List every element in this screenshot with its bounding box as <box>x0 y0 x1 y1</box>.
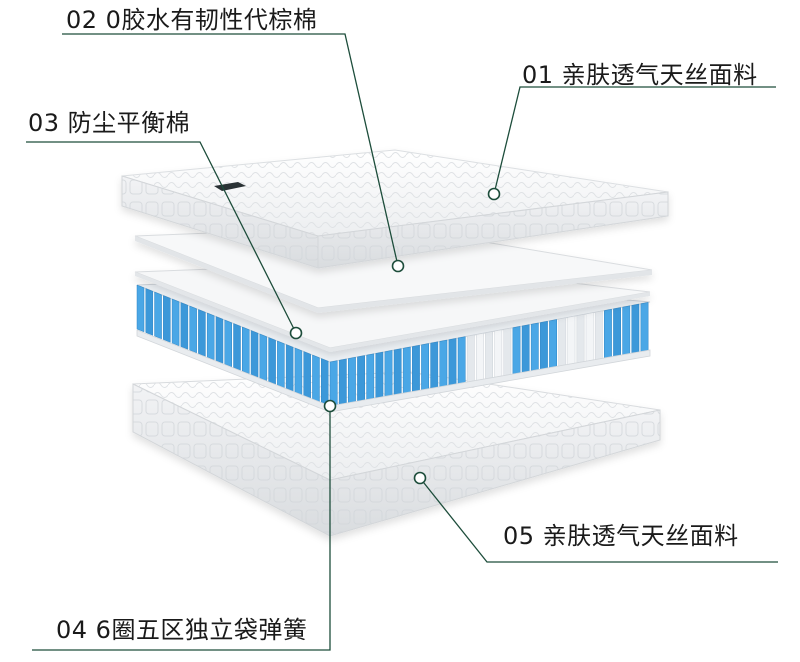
spring-pocket <box>285 344 294 392</box>
spring-pocket <box>503 327 512 376</box>
callout-line-02-dot <box>391 259 405 273</box>
callout-line-01-dot <box>487 187 501 201</box>
spring-pocket <box>576 314 585 364</box>
spring-pocket <box>640 302 649 352</box>
spring-pocket <box>198 309 206 357</box>
callout-line-03-dot <box>289 326 303 340</box>
callout-label-01: 01 亲肤透气天丝面料 <box>522 61 758 89</box>
callout-label-04: 04 6圈五区独立袋弹簧 <box>56 616 308 644</box>
spring-pocket <box>594 310 603 360</box>
callout-line-05-dot <box>413 471 427 485</box>
spring-pocket <box>430 341 439 389</box>
callout-line-02 <box>62 33 399 267</box>
spring-pocket <box>585 312 594 362</box>
spring-right-row <box>329 302 649 407</box>
spring-pocket <box>303 351 311 399</box>
spring-pocket <box>567 315 576 365</box>
spring-pocket <box>540 320 548 370</box>
spring-pocket <box>448 338 457 386</box>
spring-pocket <box>224 319 232 368</box>
spring-pocket <box>412 344 420 392</box>
callout-line-04 <box>32 406 331 651</box>
spring-pocket <box>393 348 402 396</box>
callout-label-02: 02 0胶水有韧性代棕棉 <box>66 6 318 34</box>
spring-pocket <box>622 305 631 356</box>
spring-pocket <box>180 302 189 350</box>
spring-pocket <box>357 355 365 402</box>
spring-pocket <box>268 337 276 385</box>
spring-pocket <box>375 351 384 399</box>
spring-pocket <box>277 340 285 389</box>
spring-pocket <box>485 331 493 380</box>
spring-pocket <box>189 305 197 354</box>
bottom-base-layer <box>132 371 661 537</box>
spring-pocket <box>312 354 320 403</box>
spring-pocket <box>136 284 145 333</box>
spring-pocket <box>494 329 503 378</box>
spring-pocket <box>631 303 640 354</box>
callout-line-01 <box>493 86 776 195</box>
spring-front-row <box>136 284 329 406</box>
spring-pocket <box>549 319 557 368</box>
spring-pocket <box>457 336 466 384</box>
callout-line-04-dot <box>323 399 337 413</box>
callout-label-05: 05 亲肤透气天丝面料 <box>503 522 739 550</box>
callout-line-05 <box>419 477 778 563</box>
spring-pocket <box>242 326 250 375</box>
spring-pocket <box>613 307 621 357</box>
top-mattress-layer <box>121 149 669 269</box>
spring-pocket <box>215 316 224 364</box>
spring-pocket <box>171 298 180 347</box>
brand-tag-icon <box>214 182 246 191</box>
spring-pocket <box>338 358 347 405</box>
spring-pocket <box>348 356 356 404</box>
callout-lines <box>26 33 778 651</box>
spring-pocket <box>604 308 612 359</box>
spring-pocket <box>154 291 162 340</box>
spring-pocket <box>329 360 338 407</box>
spring-pocket <box>421 343 429 391</box>
spring-pocket <box>259 333 268 382</box>
spring-pocket <box>521 324 530 373</box>
spring-pocket <box>466 334 475 383</box>
spring-pocket <box>439 339 448 388</box>
callout-line-03 <box>26 141 297 334</box>
spring-pocket <box>384 350 393 397</box>
spring-pocket <box>294 347 303 396</box>
spring-pocket <box>366 353 375 400</box>
spring-pocket <box>402 346 411 394</box>
spring-pocket <box>320 358 329 406</box>
spring-pocket <box>206 312 215 361</box>
spring-pocket <box>250 330 259 378</box>
spring-pocket <box>233 323 241 371</box>
spring-pocket <box>558 317 567 367</box>
spring-pocket <box>476 332 484 381</box>
callout-label-03: 03 防尘平衡棉 <box>28 109 191 137</box>
spring-pocket <box>530 322 539 372</box>
spring-pocket <box>145 288 154 336</box>
spring-pocket <box>512 326 521 375</box>
spring-pocket <box>163 295 171 343</box>
